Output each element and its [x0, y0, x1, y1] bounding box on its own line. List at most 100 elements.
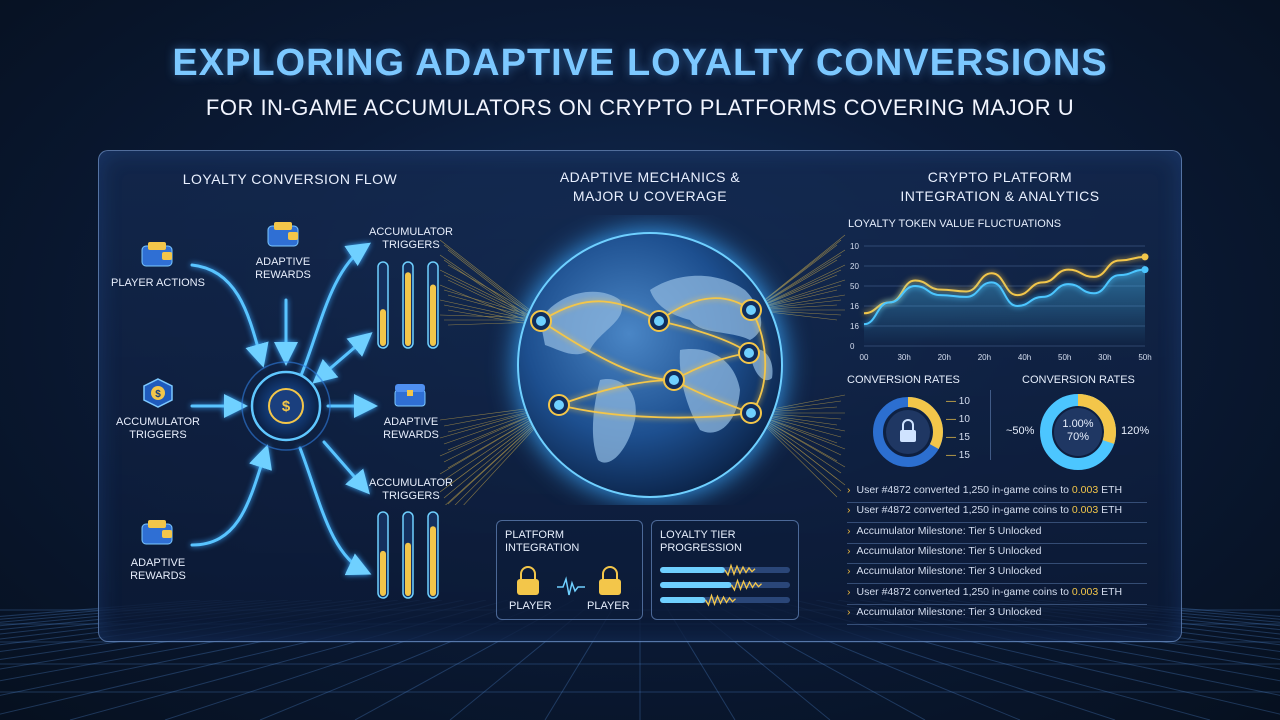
platform-title-line1: PLATFORM — [505, 529, 565, 541]
coin-node — [740, 299, 762, 321]
svg-text:$: $ — [282, 398, 291, 415]
coin-node-core — [746, 305, 756, 315]
coin-node — [648, 310, 670, 332]
coin-node — [530, 310, 552, 332]
analytics-heading-line1: CRYPTO PLATFORM — [927, 169, 1073, 185]
adaptive-rewards-bottom-label: ADAPTIVE REWARDS — [130, 557, 186, 582]
feed-item-text: User #4872 converted 1,250 in-game coins… — [856, 585, 1072, 598]
feed-item-unit: ETH — [1098, 484, 1123, 496]
conversion-rate-donut-left — [873, 397, 943, 467]
feed-item: ›User #4872 converted 1,250 in-game coin… — [847, 586, 1147, 605]
globe — [517, 232, 783, 498]
tier-wave — [704, 593, 736, 607]
adaptive-rewards-top-label: ADAPTIVE REWARDS — [255, 256, 311, 281]
coin-node-core — [536, 316, 546, 326]
continents — [540, 275, 773, 463]
meter-fill — [405, 272, 411, 346]
floor-grid-line — [1035, 600, 1280, 623]
chart-y-tick: 0 — [850, 342, 855, 351]
arrow-player-actions — [190, 263, 269, 368]
donut-left-fill — [873, 397, 943, 467]
chart-x-tick: 30h — [1098, 353, 1111, 362]
flow-heading: LOYALTY CONVERSION FLOW — [182, 171, 398, 187]
donut-right-fill — [1040, 394, 1116, 470]
chart-y-tick: 16 — [850, 302, 859, 311]
platform-integration-box: PLATFORM INTEGRATION PLAYER PLAYER — [496, 520, 643, 620]
spark-line — [751, 254, 842, 311]
spark-line — [439, 299, 541, 323]
chart-x-tick: 20h — [978, 353, 991, 362]
arrow-to-trigger-top — [298, 242, 371, 380]
spark-line — [447, 264, 541, 319]
chart-x-tick: 20h — [938, 353, 951, 362]
spark-line — [439, 239, 541, 319]
feed-bullet-icon: › — [847, 565, 851, 578]
donut-right-center-value-1: 1.00% — [1062, 418, 1094, 430]
flow-diagram: $ — [190, 242, 439, 599]
feed-item-text: Accumulator Milestone: Tier 3 Unlocked — [856, 605, 1042, 618]
tier-fill — [660, 582, 732, 588]
coin-node — [738, 342, 760, 364]
feed-item-text: User #4872 converted 1,250 in-game coins… — [856, 504, 1072, 517]
feed-item-text: Accumulator Milestone: Tier 3 Unlocked — [856, 565, 1042, 578]
floor-grid-line — [1013, 600, 1280, 627]
feed-bullet-icon: › — [847, 605, 851, 618]
coin-node — [663, 369, 685, 391]
spark-line — [443, 304, 541, 325]
meter-fill — [430, 284, 436, 346]
loyalty-tier-title-line2: PROGRESSION — [660, 542, 742, 554]
wallet-icon — [267, 222, 299, 247]
adaptive-rewards-right-label: ADAPTIVE REWARDS — [383, 416, 439, 441]
tier-fill — [660, 597, 706, 603]
chart-y-tick: 10 — [850, 242, 859, 251]
tier-wave — [730, 578, 762, 592]
donut-left-legend-item: — 15 — [946, 432, 970, 443]
chart-x-tick: 00 — [860, 353, 869, 362]
lock-icon — [900, 430, 916, 442]
lock-link-icon — [517, 566, 621, 596]
feed-bullet-icon: › — [847, 484, 851, 496]
donut-divider — [990, 390, 991, 460]
chest-icon — [394, 384, 426, 407]
meter-fill — [430, 526, 436, 596]
platform-integration-title: PLATFORM INTEGRATION — [505, 529, 579, 555]
spark-line — [751, 264, 846, 311]
coin-node-core — [654, 316, 664, 326]
tier-wave — [724, 563, 756, 577]
wallet-icon — [141, 520, 173, 545]
meter-fill — [405, 542, 411, 596]
chart-series-endpoint — [1141, 266, 1149, 274]
spark-line — [751, 244, 838, 311]
player-actions-label: PLAYER ACTIONS — [111, 277, 205, 289]
coin-node-core — [669, 375, 679, 385]
feed-item-unit: ETH — [1098, 504, 1123, 517]
chart-series-line — [863, 255, 1146, 315]
coin-node-core — [746, 408, 756, 418]
line-chart-title: LOYALTY TOKEN VALUE FLUCTUATIONS — [848, 218, 1062, 230]
loyalty-tier-title: LOYALTY TIER PROGRESSION — [660, 529, 742, 555]
platform-left-label: PLAYER — [509, 600, 552, 612]
feed-item-text: User #4872 converted 1,250 in-game coins… — [856, 484, 1072, 496]
chart-y-tick: 16 — [850, 322, 859, 331]
arrow-to-trigger-lower — [322, 440, 370, 495]
accumulator-triggers-left-label: ACCUMULATOR TRIGGERS — [116, 416, 200, 441]
accumulator-triggers-top-label: ACCUMULATOR TRIGGERS — [369, 226, 453, 251]
feed-bullet-icon: › — [847, 524, 851, 537]
donut-right-left-label: ~50% — [1006, 425, 1035, 437]
arrow-to-trigger-bottom — [298, 446, 372, 576]
spark-line — [439, 269, 541, 321]
coin-node — [740, 402, 762, 424]
arrow-adaptive-rewards-bottom — [190, 444, 272, 547]
feed-item-amount: 0.003 — [1071, 484, 1099, 496]
spark-line — [447, 249, 541, 323]
spark-line — [439, 314, 541, 319]
loyalty-tier-title-line1: LOYALTY TIER — [660, 529, 736, 541]
feed-item-unit: ETH — [1098, 585, 1123, 598]
feed-item: › Accumulator Milestone: Tier 3 Unlocked — [847, 565, 1147, 585]
svg-text:$: $ — [155, 389, 161, 400]
donut-right-title: CONVERSION RATES — [1022, 374, 1135, 386]
globe-illustration — [439, 232, 846, 505]
donut-left-title: CONVERSION RATES — [847, 374, 960, 386]
feed-bullet-icon: › — [847, 544, 851, 557]
